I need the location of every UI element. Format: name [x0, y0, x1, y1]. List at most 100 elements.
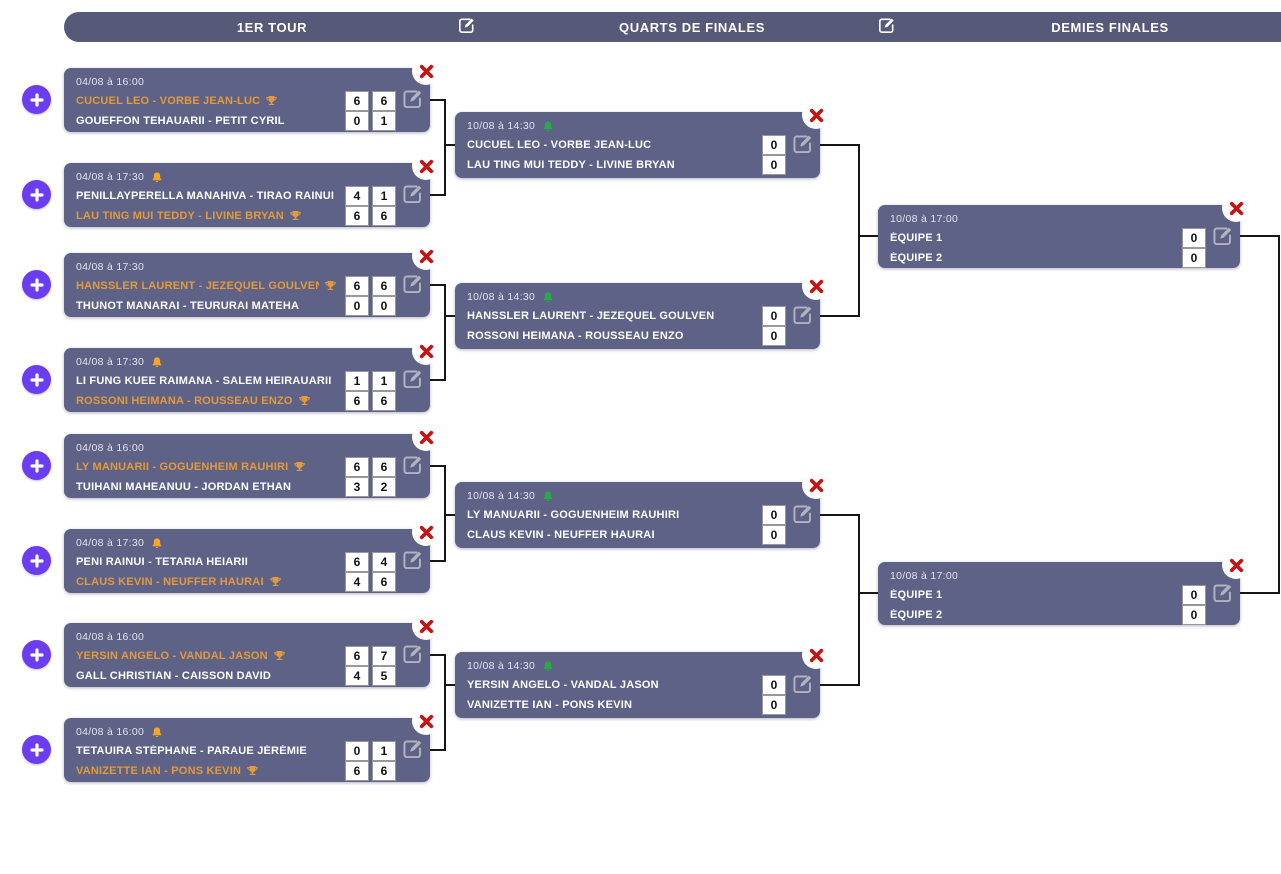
score-box: 6 — [372, 276, 396, 296]
team-name: ÉQUIPE 1 — [890, 589, 943, 601]
score-box: 0 — [345, 741, 369, 761]
connector-line — [430, 465, 444, 467]
connector-line — [444, 99, 446, 196]
score-box: 2 — [372, 477, 396, 497]
trophy-icon — [265, 95, 278, 107]
edit-match-button[interactable] — [1210, 224, 1235, 249]
score-box: 6 — [345, 646, 369, 666]
match-card-r1-4: 04/08 à 17:30 LI FUNG KUEE RAIMANA - SAL… — [64, 337, 440, 412]
score-box: 6 — [372, 761, 396, 781]
add-match-button[interactable] — [22, 85, 51, 114]
edit-match-button[interactable] — [400, 183, 425, 208]
team-name: YERSIN ANGELO - VANDAL JASON — [76, 650, 268, 662]
delete-match-button[interactable] — [802, 471, 830, 499]
edit-match-button[interactable] — [790, 503, 815, 528]
delete-match-button[interactable] — [412, 518, 440, 546]
match-date: 04/08 à 17:30 — [76, 356, 145, 368]
add-match-button[interactable] — [22, 735, 51, 764]
score-box: 4 — [372, 552, 396, 572]
plus-icon — [30, 188, 44, 202]
score-box: 0 — [1182, 585, 1206, 605]
score-box: 0 — [345, 111, 369, 131]
match-card-r1-1: 04/08 à 16:00 CUCUEL LEO - VORBE JEAN-LU… — [64, 57, 440, 132]
connector-line — [430, 99, 444, 101]
score-box: 4 — [345, 666, 369, 686]
delete-match-button[interactable] — [1222, 194, 1250, 222]
plus-icon — [30, 459, 44, 473]
edit-match-button[interactable] — [400, 738, 425, 763]
delete-match-button[interactable] — [412, 612, 440, 640]
edit-match-button[interactable] — [400, 643, 425, 668]
edit-match-button[interactable] — [400, 454, 425, 479]
score-box: 0 — [762, 135, 786, 155]
delete-match-button[interactable] — [412, 423, 440, 451]
delete-match-button[interactable] — [1222, 551, 1250, 579]
edit-pencil-icon — [401, 368, 424, 391]
connector-line — [444, 284, 446, 381]
edit-pencil-icon — [401, 643, 424, 666]
edit-round1-button[interactable] — [455, 16, 477, 38]
score-box: 7 — [372, 646, 396, 666]
edit-match-button[interactable] — [400, 549, 425, 574]
score-box: 6 — [345, 552, 369, 572]
team-name: VANIZETTE IAN - PONS KEVIN — [76, 765, 242, 777]
edit-match-button[interactable] — [400, 368, 425, 393]
score-box: 4 — [345, 186, 369, 206]
add-match-button[interactable] — [22, 451, 51, 480]
edit-pencil-icon — [877, 16, 896, 35]
delete-match-button[interactable] — [412, 707, 440, 735]
delete-match-button[interactable] — [802, 101, 830, 129]
delete-match-button[interactable] — [412, 242, 440, 270]
connector-line — [858, 144, 860, 317]
edit-match-button[interactable] — [790, 133, 815, 158]
edit-match-button[interactable] — [790, 304, 815, 329]
edit-pencil-icon — [791, 673, 814, 696]
score-box: 0 — [1182, 248, 1206, 268]
score-box: 1 — [372, 186, 396, 206]
add-match-button[interactable] — [22, 546, 51, 575]
team-name: GOUEFFON TEHAUARII - PETIT CYRIL — [76, 115, 285, 127]
edit-pencil-icon — [1211, 581, 1234, 604]
add-match-button[interactable] — [22, 640, 51, 669]
cross-icon — [809, 478, 824, 493]
edit-quarts-button[interactable] — [875, 16, 897, 38]
connector-line — [858, 235, 878, 237]
connector-line — [858, 592, 878, 594]
delete-match-button[interactable] — [412, 152, 440, 180]
trophy-icon — [246, 765, 259, 777]
score-box: 6 — [372, 457, 396, 477]
connector-line — [430, 749, 444, 751]
delete-match-button[interactable] — [412, 57, 440, 85]
score-box: 0 — [762, 525, 786, 545]
team-name: VANIZETTE IAN - PONS KEVIN — [467, 699, 633, 711]
delete-match-button[interactable] — [412, 337, 440, 365]
edit-pencil-icon — [401, 183, 424, 206]
team-name: GALL CHRISTIAN - CAISSON DAVID — [76, 670, 272, 682]
team-name: HANSSLER LAURENT - JEZEQUEL GOULVEN — [467, 310, 715, 322]
delete-match-button[interactable] — [802, 272, 830, 300]
cross-icon — [419, 525, 434, 540]
edit-match-button[interactable] — [400, 88, 425, 113]
match-card-qf-1: 10/08 à 14:30 CUCUEL LEO - VORBE JEAN-LU… — [455, 101, 830, 178]
score-box: 0 — [762, 505, 786, 525]
connector-line — [820, 514, 858, 516]
cross-icon — [419, 344, 434, 359]
add-match-button[interactable] — [22, 180, 51, 209]
connector-line — [820, 144, 858, 146]
bell-icon — [542, 660, 554, 673]
edit-match-button[interactable] — [400, 273, 425, 298]
match-card-qf-2: 10/08 à 14:30 HANSSLER LAURENT - JEZEQUE… — [455, 272, 830, 349]
score-box: 0 — [762, 675, 786, 695]
team-name: ROSSONI HEIMANA - ROUSSEAU ENZO — [76, 395, 293, 407]
edit-pencil-icon — [401, 273, 424, 296]
team-name: CLAUS KEVIN - NEUFFER HAURAI — [76, 576, 264, 588]
edit-match-button[interactable] — [1210, 581, 1235, 606]
plus-icon — [30, 648, 44, 662]
connector-line — [444, 514, 455, 516]
team-name: LAU TING MUI TEDDY - LIVINE BRYAN — [467, 159, 675, 171]
match-card-qf-3: 10/08 à 14:30 LY MANUARII - GOGUENHEIM R… — [455, 471, 830, 548]
add-match-button[interactable] — [22, 365, 51, 394]
edit-match-button[interactable] — [790, 673, 815, 698]
delete-match-button[interactable] — [802, 641, 830, 669]
add-match-button[interactable] — [22, 270, 51, 299]
